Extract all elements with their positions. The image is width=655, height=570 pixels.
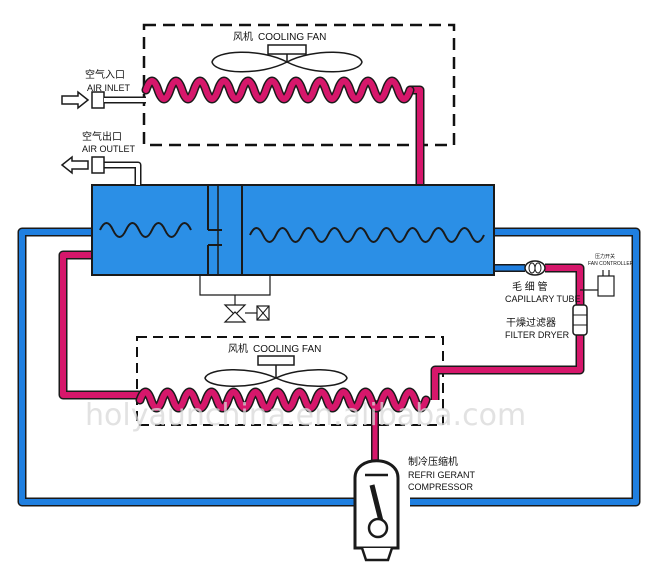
capillary-tube-icon — [524, 260, 546, 276]
air-outlet-pipe — [60, 155, 142, 185]
bottom-fan-label-en: COOLING FAN — [253, 344, 321, 355]
capillary-label-cn: 毛 细 管 — [512, 280, 548, 293]
bottom-fan-housing — [136, 336, 444, 426]
top-fan-icon — [211, 44, 363, 73]
watermark: holyaunchina.en.alibaba.com — [85, 398, 526, 433]
filter-dryer-icon — [572, 304, 588, 336]
compressor-label-en-1: REFRI GERANT — [408, 470, 476, 480]
filter-label-en: FILTER DRYER — [505, 330, 570, 340]
compressor-label-cn: 制冷压缩机 — [408, 455, 458, 468]
top-fan-label-en: COOLING FAN — [258, 32, 326, 43]
top-condenser-coil-fill — [143, 78, 413, 102]
air-inlet-label-en: AIR INLET — [87, 83, 131, 93]
fan-controller-icon — [580, 270, 615, 297]
air-inlet-pipe — [61, 90, 146, 110]
bottom-fan-label-cn: 风机 — [228, 342, 248, 355]
air-inlet-label-cn: 空气入口 — [85, 68, 125, 81]
bottom-fan-icon — [204, 355, 348, 387]
filter-label-cn: 干燥过滤器 — [506, 316, 556, 329]
air-outlet-arrow-icon — [60, 155, 89, 175]
air-outlet-label-cn: 空气出口 — [82, 130, 122, 143]
drain-valve — [199, 275, 271, 323]
compressor-icon — [353, 459, 400, 562]
capillary-label-en: CAPILLARY TUBE — [505, 294, 581, 304]
fan-controller-label-en: FAN CONTROLLER — [588, 261, 634, 267]
bottom-condenser-coil-fill — [137, 389, 429, 411]
air-outlet-label-en: AIR OUTLET — [82, 144, 136, 154]
pressure-switch-label-cn: 压力开关 — [595, 253, 615, 260]
top-fan-label-cn: 风机 — [233, 30, 253, 43]
compressor-label-en-2: COMPRESSOR — [408, 482, 474, 492]
air-inlet-arrow-icon — [61, 90, 90, 110]
heat-exchanger — [91, 184, 495, 276]
cold-pipe-loop — [17, 227, 641, 507]
